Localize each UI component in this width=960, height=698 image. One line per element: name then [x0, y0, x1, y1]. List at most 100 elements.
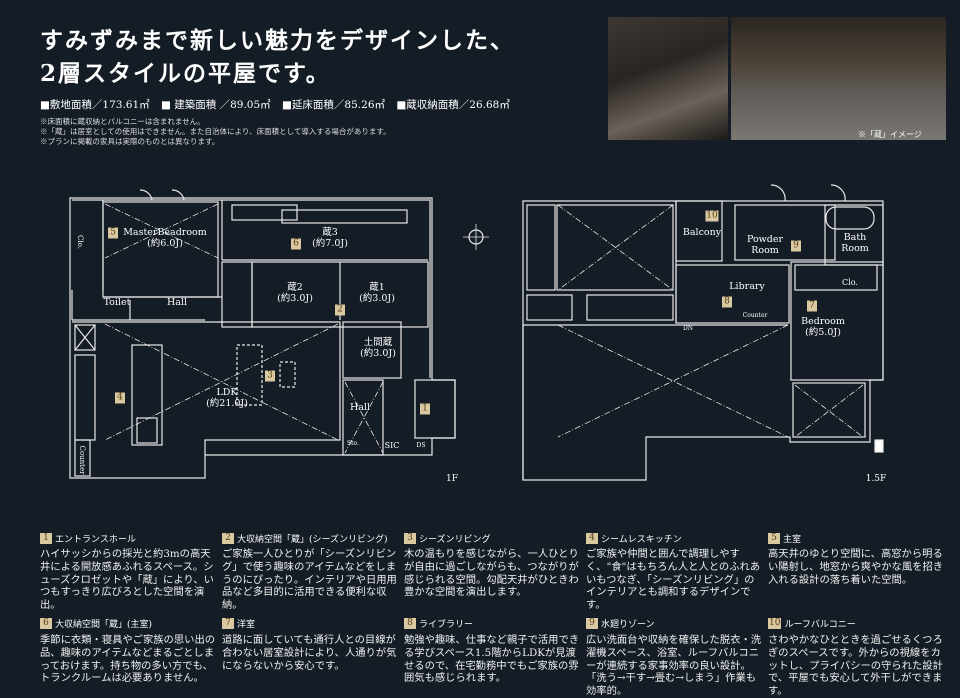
badge-7: 7: [807, 300, 817, 312]
floor-plan-1f: [69, 189, 489, 479]
balcony-label: Balcony: [682, 227, 722, 238]
master-bedroom-size: (約6.0J): [147, 238, 183, 249]
feature-title: ルーフバルコニー: [784, 620, 856, 631]
feature-title: エントランスホール: [55, 534, 136, 545]
feature-title: 主室: [783, 534, 802, 545]
building-area: ■ 建築面積 ／89.05㎡: [161, 99, 271, 111]
feature-body: 木の温もりを感じながら、一人ひとりが自由に過ごしながらも、つながりが感じられる空…: [404, 548, 579, 599]
feature-title: シーズンリビング: [419, 534, 491, 545]
bedroom-label: Bedroom: [801, 316, 845, 327]
floor-area: ■延床面積／85.26㎡: [282, 99, 385, 111]
feature-body: ご家族一人ひとりが「シーズンリビング」で使う趣味のアイテムなどをしまうのにぴった…: [222, 548, 397, 612]
feature-number: 4: [586, 532, 598, 544]
feature-number: 8: [404, 618, 416, 630]
bath-room-label-2: Room: [841, 243, 869, 254]
feature-title: 大収納空間「蔵」(シーズンリビング): [237, 534, 388, 545]
feature-number: 5: [768, 532, 780, 544]
counter-label: Counter: [78, 445, 86, 475]
doma-kura-label: 土間蔵: [363, 337, 393, 348]
bedroom-photo: [608, 17, 728, 140]
feature-body: 道路に面していても通行人との目線が合わない居室設計により、人通りが気にならないか…: [222, 633, 397, 672]
badge-2: 2: [335, 304, 345, 316]
feature-number: 9: [586, 618, 598, 630]
photo-caption: ※「蔵」イメージ: [858, 130, 922, 139]
library-label: Library: [729, 281, 765, 292]
feature-title: 大収納空間「蔵」(主室): [55, 620, 153, 631]
bath-room-label-1: Bath: [843, 232, 867, 243]
feature-title: ライブラリー: [419, 620, 474, 631]
kura3-size: (約7.0J): [312, 238, 348, 249]
feature-title: 洋室: [237, 620, 256, 631]
closet-label: Clo.: [76, 235, 84, 249]
closet-label-1-5f: Clo.: [842, 278, 858, 287]
library-counter-label: Counter: [742, 312, 768, 319]
feature-number: 10: [768, 618, 782, 630]
feature-body: 季節に衣類・寝具やご家族の思い出の品、趣味のアイテムなどまるごとしまっておけます…: [40, 633, 216, 685]
note: ※プランに掲載の家具は実際のものとは異なります。: [40, 137, 220, 146]
ldk-label: LDK: [216, 387, 238, 398]
feature-body: ハイサッシからの採光と約3mの高天井による開放感あふれるスペース。シューズクロゼ…: [40, 548, 214, 612]
badge-8: 8: [722, 296, 732, 308]
feature-number: 2: [222, 532, 234, 544]
hall-label: Hall: [166, 297, 188, 308]
kura3-label: 蔵3: [322, 227, 338, 238]
feature-number: 3: [404, 532, 416, 544]
note: ※床面積に蔵収納とバルコニーは含まれません。: [40, 117, 205, 126]
badge-10: 10: [705, 210, 719, 222]
note: ※「蔵」は居室としての使用はできません。また自治体により、床面積として導入する場…: [40, 127, 391, 136]
powder-room-label-1: Powder: [746, 234, 784, 245]
badge-3: 3: [265, 370, 275, 382]
headline-line-1: すみずみまで新しい魅力をデザインした、: [40, 27, 515, 54]
feature-body: 勉強や趣味、仕事など親子で活用できる学びスペース1.5階からLDKが見渡せるので…: [404, 633, 580, 685]
headline: すみずみまで新しい魅力をデザインした、 2層スタイルの平屋です。: [40, 24, 515, 90]
toilet-label: Toilet: [103, 297, 131, 308]
feature-title: 水廻りゾーン: [601, 620, 655, 631]
ds-label: DS: [416, 442, 426, 449]
area-stats: ■敷地面積／173.61㎡ ■ 建築面積 ／89.05㎡ ■延床面積／85.26…: [40, 97, 518, 112]
feature-body: ご家族や仲間と囲んで調理しやすく、"食"はもちろん人と人とのふれあいもつなぎ、「…: [586, 548, 761, 612]
storage-area: ■蔵収納面積／26.68㎡: [396, 99, 510, 111]
entrance-hall-label: Hall: [349, 402, 371, 413]
feature-title: シームレスキッチン: [601, 534, 682, 545]
badge-4: 4: [115, 392, 125, 404]
ldk-size: (約21.0J): [206, 398, 248, 409]
feature-number: 1: [40, 532, 52, 544]
kura2-size: (約3.0J): [277, 293, 313, 304]
floor-label-1-5f: 1.5F: [865, 474, 887, 484]
bedroom-size: (約5.0J): [805, 327, 841, 338]
notes: ※床面積に蔵収納とバルコニーは含まれません。 ※「蔵」は居室としての使用はできま…: [40, 117, 391, 147]
feature-body: さわやかなひとときを過ごせるくつろぎのスペースです。外からの視線をカットし、プラ…: [768, 633, 943, 698]
sic-label: SIC: [384, 441, 400, 450]
badge-9: 9: [791, 240, 801, 252]
storage-photo: [731, 17, 946, 140]
feature-body: 広い洗面台や収納を確保した脱衣・洗濯機スペース、浴室、ルーフバルコニーが連続する…: [586, 633, 762, 698]
feature-number: 6: [40, 618, 52, 630]
master-bedroom-label: MasterBeadroom: [123, 227, 207, 238]
stairs-down-label: DN: [682, 325, 694, 332]
floor-plan-1-5f: [522, 184, 884, 481]
headline-line-2: 2層スタイルの平屋です。: [40, 60, 331, 87]
badge-5: 5: [108, 227, 118, 239]
storage-label: Sto.: [347, 440, 359, 447]
feature-body: 高天井のゆとり空間に、高窓から明るい陽射し、地窓から爽やかな風を招き入れる設計の…: [768, 548, 944, 586]
badge-1: 1: [420, 403, 430, 415]
floor-label-1f: 1F: [446, 474, 458, 484]
badge-6: 6: [291, 238, 301, 250]
doma-kura-size: (約3.0J): [360, 348, 396, 359]
powder-room-label-2: Room: [751, 245, 779, 256]
kura2-label: 蔵2: [287, 282, 303, 293]
kura1-size: (約3.0J): [359, 293, 395, 304]
site-area: ■敷地面積／173.61㎡: [40, 99, 150, 111]
